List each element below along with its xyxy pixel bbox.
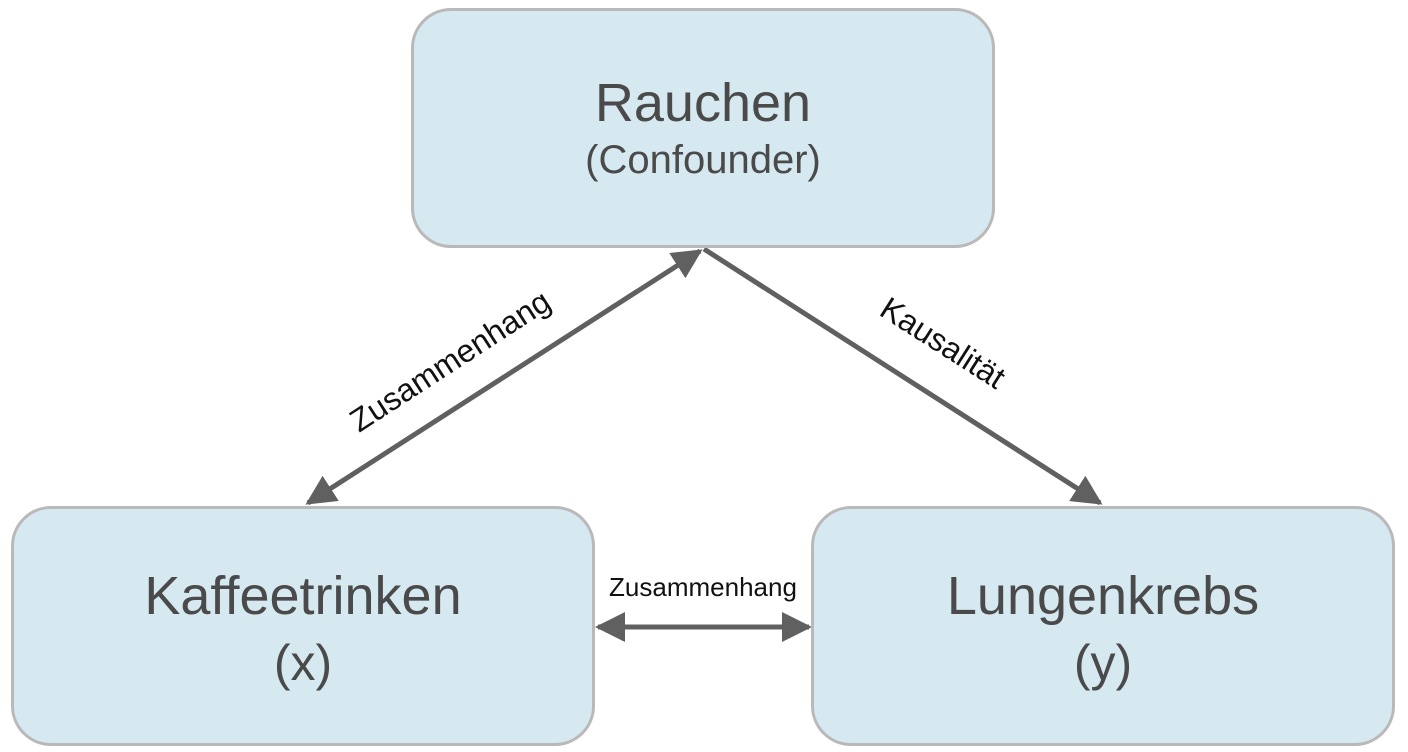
edge-label-x-y: Zusammenhang <box>609 572 797 602</box>
node-confounder: Rauchen (Confounder) <box>411 8 995 248</box>
node-confounder-title: Rauchen <box>594 72 812 133</box>
node-x-subtitle: (x) <box>273 635 333 692</box>
node-x: Kaffeetrinken (x) <box>11 506 595 746</box>
edge-label-confounder-y: Kausalität <box>874 290 1012 396</box>
node-y-subtitle: (y) <box>1073 635 1133 692</box>
node-x-title: Kaffeetrinken <box>144 565 462 626</box>
edge-confounder-x <box>305 248 703 506</box>
node-y: Lungenkrebs (y) <box>811 506 1395 746</box>
node-y-title: Lungenkrebs <box>946 565 1260 626</box>
edge-confounder-y <box>702 246 1103 506</box>
node-confounder-subtitle: (Confounder) <box>585 138 821 183</box>
